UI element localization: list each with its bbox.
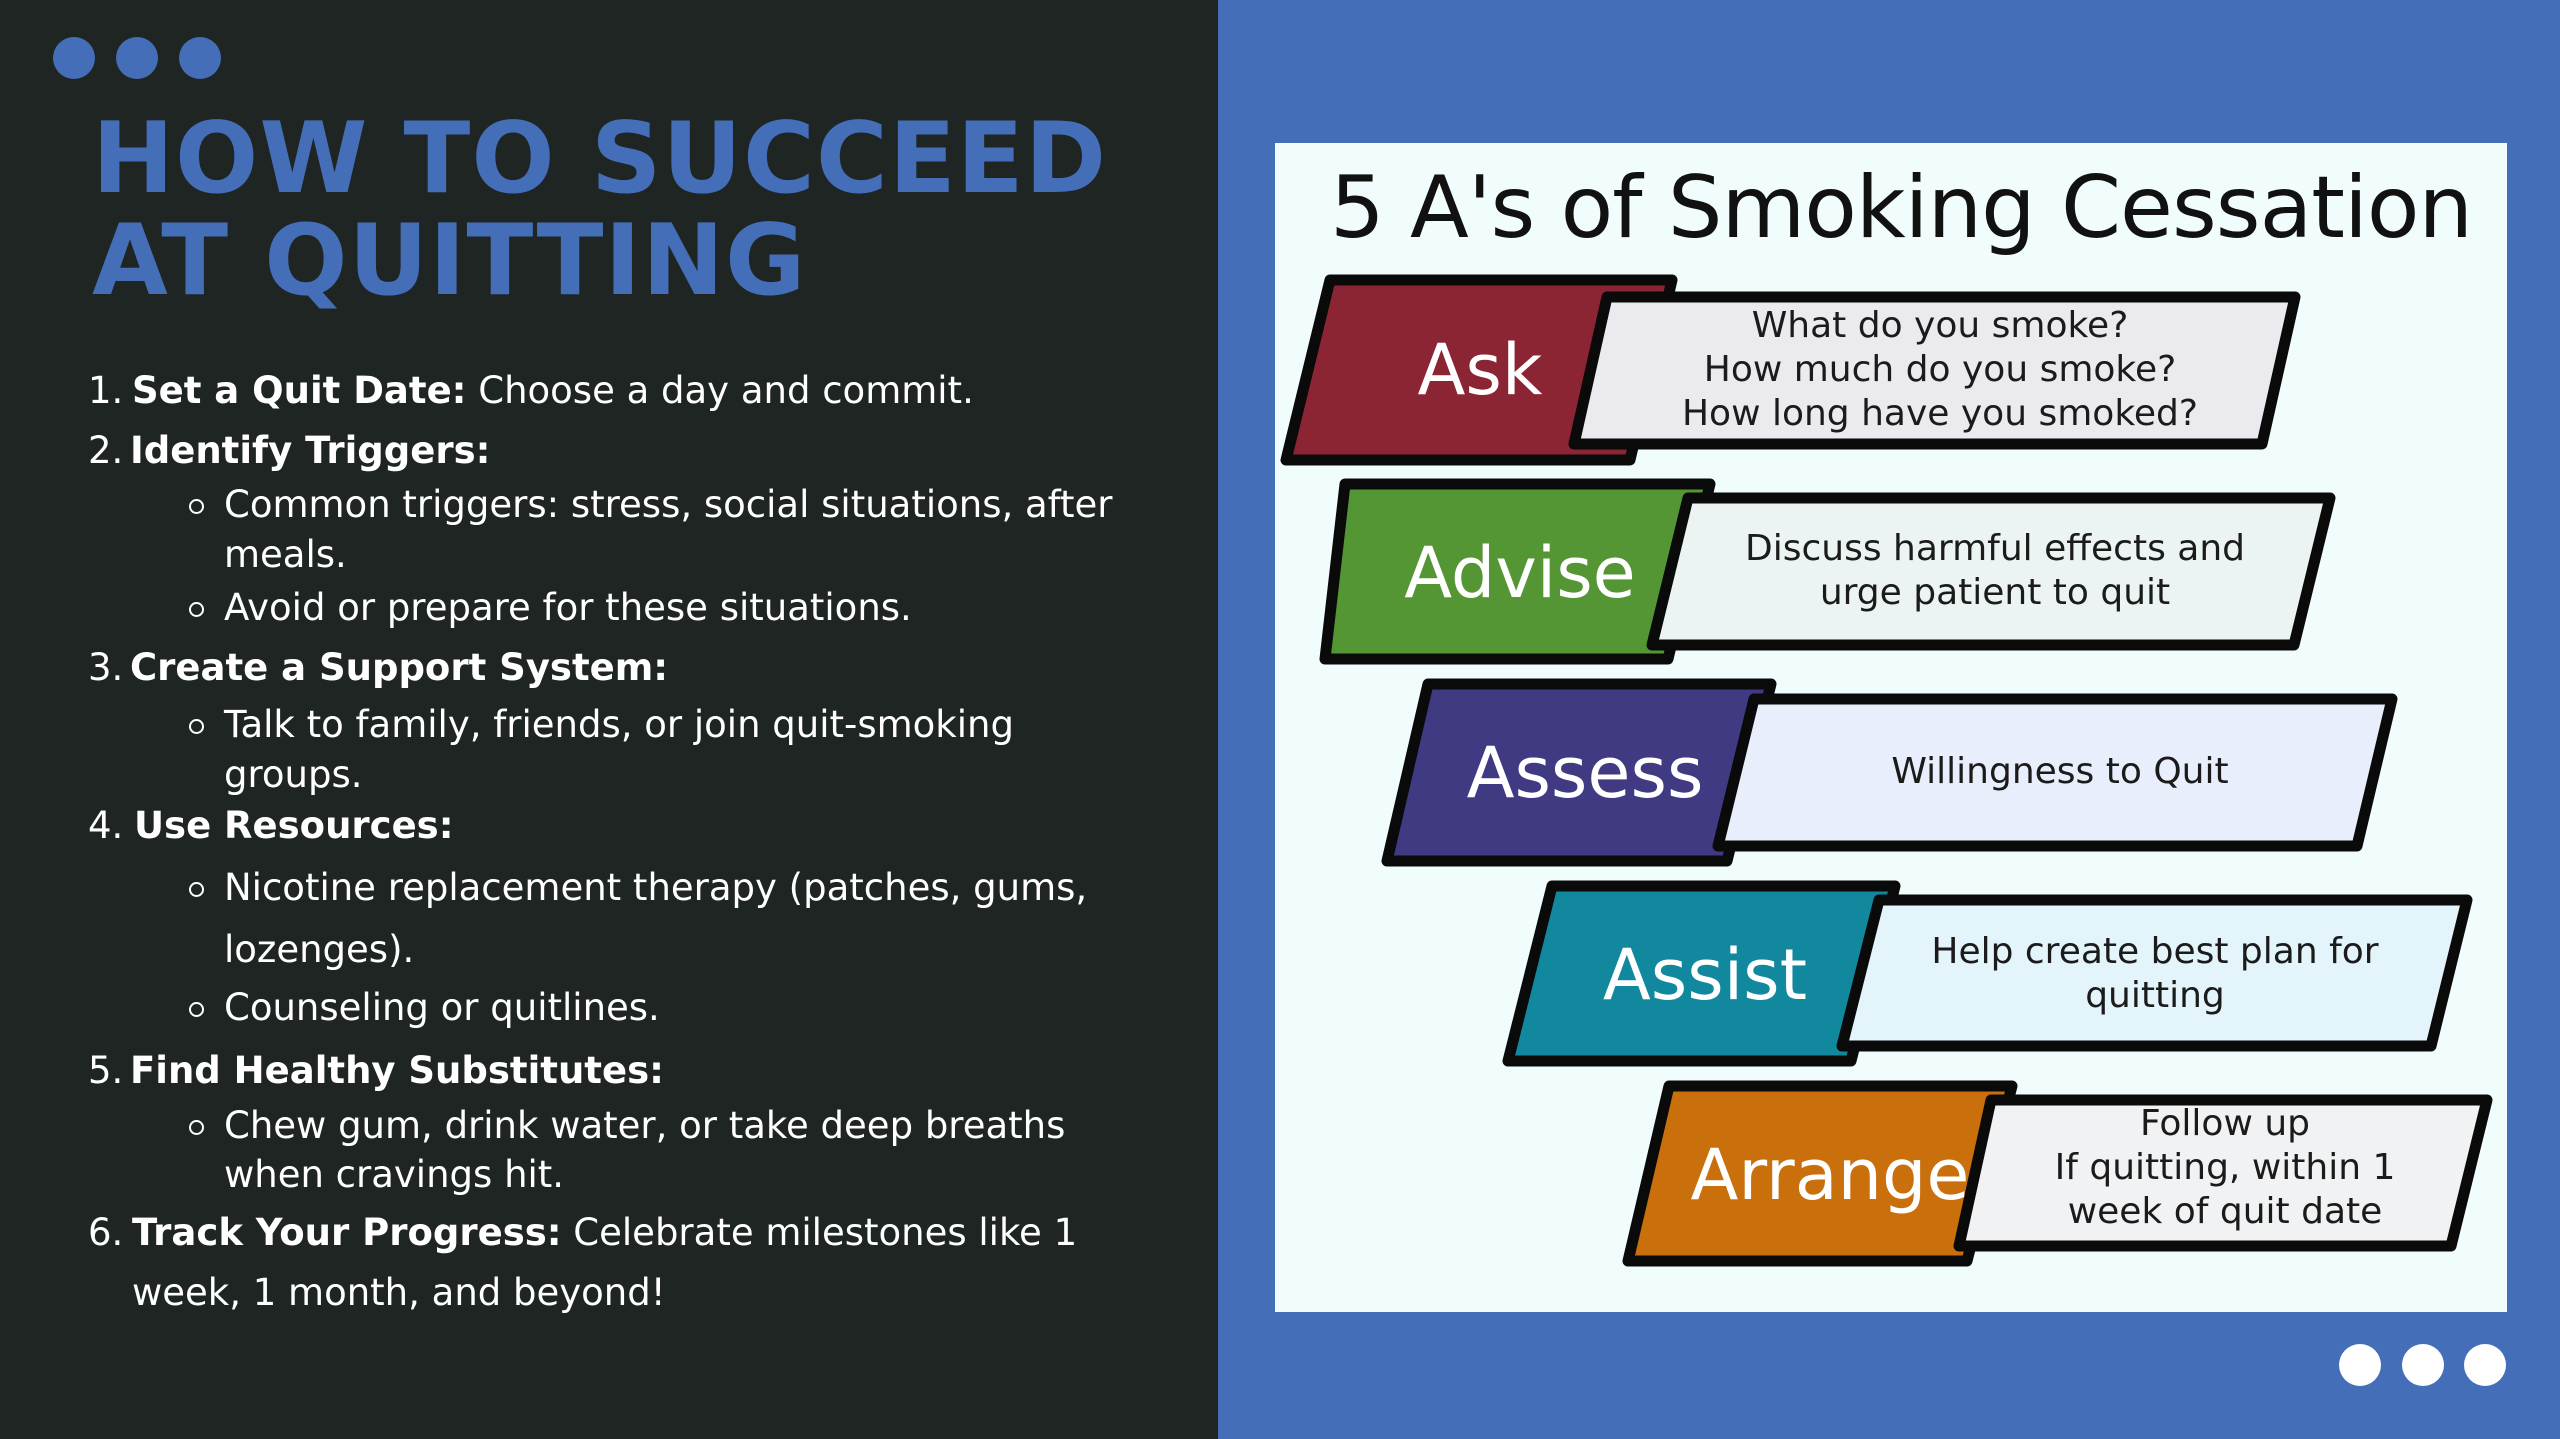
list-item-heading: Identify Triggers: [130, 429, 491, 472]
tips-list: 1. Set a Quit Date: Choose a day and com… [0, 0, 1218, 1439]
list-item-text-continued: week, 1 month, and beyond! [132, 1271, 666, 1314]
list-item-text: Celebrate milestones like 1 [561, 1211, 1078, 1254]
list-item: Set a Quit Date: Choose a day and commit… [132, 371, 974, 411]
circle-bullet-icon [189, 882, 204, 897]
desc-line: Discuss harmful effects and [1744, 528, 2246, 569]
decorative-dot-icon [2339, 1344, 2381, 1386]
desc-line: How long have you smoked? [1681, 393, 2198, 434]
circle-bullet-icon [189, 499, 204, 514]
circle-bullet-icon [189, 1120, 204, 1135]
list-number: 4. [88, 804, 124, 847]
sub-item-line: when cravings hit. [224, 1153, 565, 1196]
desc-line: How much do you smoke? [1703, 349, 2177, 390]
list-item-heading: Track Your Progress: [132, 1211, 562, 1254]
step-label-arrange: Arrange [1690, 1134, 1970, 1216]
circle-bullet-icon [189, 1002, 204, 1017]
list-number: 6. [88, 1211, 124, 1254]
decorative-dot-icon [2402, 1344, 2444, 1386]
decorative-dot-icon [2464, 1344, 2506, 1386]
step-label-ask: Ask [1417, 329, 1543, 411]
list-item: Track Your Progress: Celebrate milestone… [132, 1213, 1077, 1253]
infographic-title: 5 A's of Smoking Cessation [1330, 158, 2473, 258]
list-number: 3. [88, 646, 124, 689]
circle-bullet-icon [189, 719, 204, 734]
step-desc-arrange: Follow up If quitting, within 1 week of … [1985, 1102, 2465, 1234]
desc-line: urge patient to quit [1819, 572, 2171, 613]
desc-line: week of quit date [2067, 1191, 2383, 1232]
desc-line: Willingness to Quit [1891, 751, 2229, 792]
sub-item-line: meals. [224, 533, 347, 576]
step-desc-advise: Discuss harmful effects and urge patient… [1680, 527, 2310, 615]
desc-line: Follow up [2139, 1103, 2311, 1144]
decorative-dot-icon [53, 37, 95, 79]
list-item-heading: Use Resources: [134, 804, 454, 847]
desc-line: quitting [2085, 975, 2225, 1016]
sub-item-line: lozenges). [224, 928, 415, 971]
step-label-assist: Assist [1602, 934, 1808, 1016]
step-desc-assist: Help create best plan for quitting [1865, 930, 2445, 1018]
sub-item-line: Nicotine replacement therapy (patches, g… [224, 866, 1088, 909]
step-label-assess: Assess [1466, 732, 1704, 814]
list-item-heading: Create a Support System: [130, 646, 669, 689]
desc-line: What do you smoke? [1751, 305, 2129, 346]
list-item-heading: Find Healthy Substitutes: [130, 1049, 664, 1092]
circle-bullet-icon [189, 602, 204, 617]
sub-item-line: Counseling or quitlines. [224, 986, 660, 1029]
list-number: 2. [88, 429, 124, 472]
desc-line: Help create best plan for [1931, 931, 2379, 972]
sub-item-line: Talk to family, friends, or join quit-sm… [224, 703, 1014, 746]
sub-item-line: Avoid or prepare for these situations. [224, 586, 912, 629]
title-line-1: HOW TO SUCCEED [92, 102, 1108, 216]
step-desc-assess: Willingness to Quit [1740, 750, 2380, 794]
sub-item-line: groups. [224, 753, 363, 796]
step-desc-ask: What do you smoke? How much do you smoke… [1600, 304, 2280, 436]
left-panel [0, 0, 1218, 1439]
page-title: HOW TO SUCCEED AT QUITTING [92, 108, 1107, 312]
decorative-dot-icon [116, 37, 158, 79]
list-number: 5. [88, 1049, 124, 1092]
list-number: 1. [88, 369, 124, 412]
step-label-advise: Advise [1404, 532, 1636, 614]
title-line-2: AT QUITTING [92, 204, 807, 318]
list-item-heading: Set a Quit Date: [132, 369, 467, 412]
desc-line: If quitting, within 1 [2054, 1147, 2396, 1188]
decorative-dot-icon [179, 37, 221, 79]
sub-item-line: Chew gum, drink water, or take deep brea… [224, 1104, 1066, 1147]
sub-item-line: Common triggers: stress, social situatio… [224, 483, 1113, 526]
list-item-text: Choose a day and commit. [466, 369, 974, 412]
